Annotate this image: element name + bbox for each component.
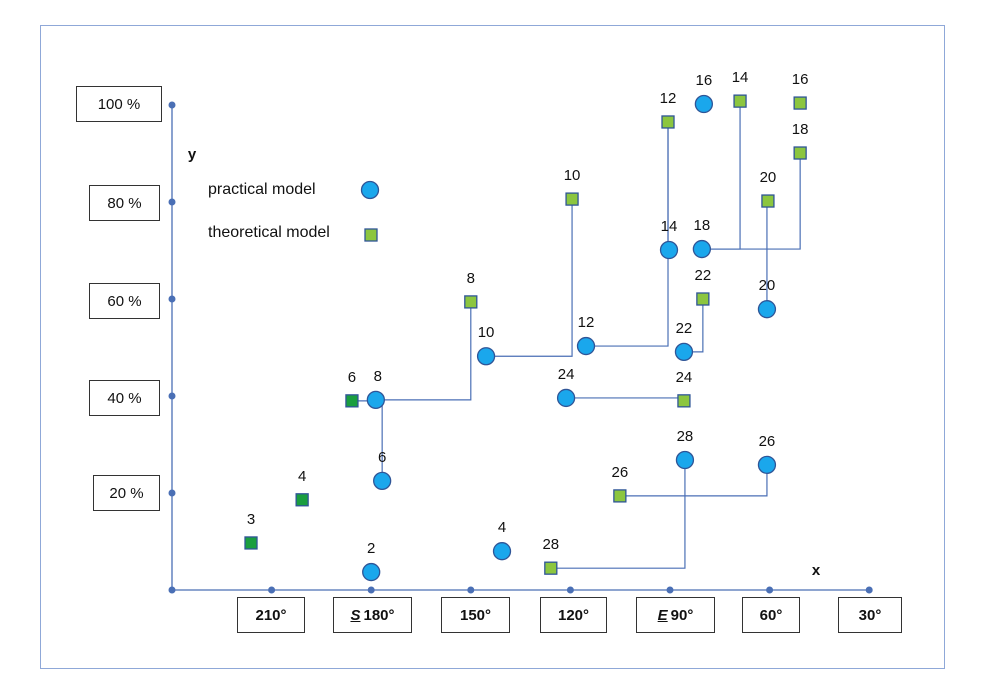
- legend-practical-label: practical model: [208, 181, 316, 198]
- y-tick-dot: [168, 198, 176, 206]
- theoretical-point-label: 28: [542, 536, 560, 554]
- connector-line: [351, 400, 383, 481]
- y-tick-80: 80 %: [89, 185, 160, 221]
- theoretical-point-label: 10: [563, 167, 581, 185]
- connector-line: [586, 121, 669, 347]
- theoretical-point: [793, 96, 807, 110]
- x-tick-dot: [666, 586, 674, 594]
- connector-line: [701, 153, 801, 250]
- theoretical-point: [696, 292, 710, 306]
- practical-point: [576, 336, 596, 356]
- practical-point: [674, 342, 694, 362]
- theoretical-point: [544, 561, 558, 575]
- connector-line: [566, 397, 685, 401]
- theoretical-point-label: 26: [611, 463, 629, 481]
- theoretical-point: [565, 192, 579, 206]
- practical-point: [659, 240, 679, 260]
- practical-point-label: 24: [557, 365, 575, 383]
- theoretical-point-label: 8: [466, 269, 475, 287]
- x-axis-label: x: [811, 562, 821, 579]
- theoretical-point: [613, 489, 627, 503]
- theoretical-point: [244, 536, 258, 550]
- practical-point-label: 16: [695, 72, 713, 90]
- theoretical-point-label: 24: [675, 368, 693, 386]
- practical-point: [362, 562, 381, 582]
- theoretical-point-label: 22: [694, 267, 712, 284]
- practical-point-label: 6: [377, 448, 387, 466]
- connector-line: [486, 199, 573, 357]
- legend-theoretical-label: theoretical model: [208, 224, 330, 241]
- y-tick-40: 40 %: [89, 380, 160, 416]
- practical-point-label: 18: [693, 217, 711, 235]
- y-tick-dot: [168, 392, 176, 400]
- practical-point: [692, 239, 712, 259]
- legend-square-marker: [364, 228, 378, 242]
- practical-point-label: 20: [758, 277, 776, 295]
- connector-line: [619, 464, 768, 497]
- practical-point-label: 28: [676, 428, 694, 446]
- x-tick-dot: [367, 586, 375, 594]
- theoretical-point-label: 3: [246, 510, 256, 528]
- y-tick-dot: [168, 586, 176, 594]
- x-tick-210: 210°: [237, 597, 305, 633]
- theoretical-point: [733, 94, 747, 108]
- practical-point-label: 26: [758, 432, 776, 450]
- y-tick-100: 100 %: [76, 86, 162, 122]
- theoretical-point-label: 18: [791, 121, 809, 138]
- theoretical-point: [661, 115, 675, 129]
- x-tick-150: 150°: [441, 597, 510, 633]
- theoretical-point-label: 6: [347, 368, 357, 386]
- practical-point-label: 8: [373, 367, 383, 385]
- theoretical-point: [295, 493, 309, 507]
- practical-point-label: 10: [477, 324, 495, 342]
- practical-point: [694, 94, 714, 114]
- theoretical-point: [345, 394, 359, 408]
- x-tick-30: 30°: [838, 597, 902, 633]
- practical-point: [492, 542, 512, 561]
- practical-point: [366, 390, 385, 410]
- theoretical-point-label: 12: [659, 89, 677, 107]
- x-tick-120: 120°: [540, 597, 607, 633]
- theoretical-point-label: 4: [297, 467, 307, 485]
- x-tick-dot: [766, 586, 774, 594]
- practical-point-label: 22: [675, 319, 693, 337]
- theoretical-point-label: 20: [759, 169, 777, 187]
- x-tick-dot: [865, 586, 873, 594]
- y-tick-60: 60 %: [89, 283, 160, 319]
- practical-point: [476, 347, 496, 366]
- connector-line: [375, 301, 472, 401]
- theoretical-point: [677, 394, 691, 408]
- x-tick-dot: [566, 586, 574, 594]
- practical-point-label: 2: [367, 540, 376, 558]
- y-tick-dot: [168, 295, 176, 303]
- x-tick-60: 60°: [742, 597, 800, 633]
- theoretical-point: [793, 146, 807, 160]
- theoretical-point: [761, 194, 775, 208]
- practical-point: [757, 300, 777, 319]
- practical-point-label: 12: [577, 314, 595, 332]
- y-tick-20: 20 %: [93, 475, 160, 511]
- practical-point: [757, 455, 777, 475]
- practical-point-label: 4: [497, 519, 507, 537]
- theoretical-point: [464, 295, 478, 309]
- practical-point: [556, 388, 576, 408]
- legend-circle-marker: [360, 180, 380, 200]
- chart-frame: [40, 25, 945, 669]
- connector-line: [550, 460, 686, 569]
- x-tick-dot: [467, 586, 475, 594]
- x-tick-dot: [268, 586, 276, 594]
- practical-point: [675, 450, 695, 470]
- practical-point: [373, 471, 392, 491]
- y-axis-label: y: [187, 146, 197, 163]
- theoretical-point-label: 16: [791, 71, 809, 89]
- theoretical-point-label: 14: [731, 69, 749, 87]
- y-tick-dot: [168, 101, 176, 109]
- y-tick-dot: [168, 489, 176, 497]
- practical-point-label: 14: [660, 218, 678, 235]
